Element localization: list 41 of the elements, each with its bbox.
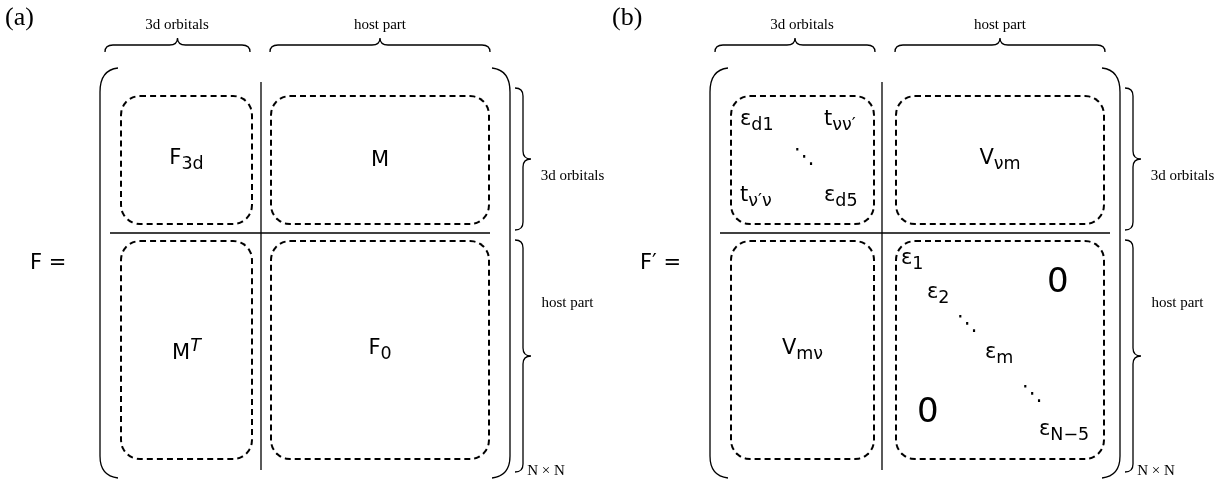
row-label: 3d orbitals xyxy=(539,167,606,185)
dashed-block xyxy=(270,95,490,225)
matrix-size: N × N xyxy=(1136,462,1176,480)
zero-entry: 0 xyxy=(917,392,939,430)
dashed-block xyxy=(895,95,1105,225)
panel-label: (a) xyxy=(5,2,35,32)
matrix-name: F = xyxy=(30,250,68,275)
zero-entry: 0 xyxy=(1047,262,1069,300)
matrix-entry: ⋱ xyxy=(794,145,815,169)
dashed-block xyxy=(120,240,253,460)
matrix-entry: ⋱ xyxy=(957,312,978,336)
matrix-name: F′ = xyxy=(640,250,683,275)
matrix-entry: ε$_{d5}$ xyxy=(824,183,858,211)
matrix-entry: ε$_{d1}$ xyxy=(740,107,774,135)
column-label: host part xyxy=(352,16,408,34)
column-label: 3d orbitals xyxy=(144,16,210,34)
matrix-entry: ε$_{1}$ xyxy=(901,246,924,274)
matrix-entry: M$^{T}$ xyxy=(172,335,201,365)
dashed-block xyxy=(730,240,875,460)
matrix-entry: M xyxy=(370,148,390,172)
matrix-entry: ⋱ xyxy=(1022,382,1043,406)
dashed-block xyxy=(730,95,875,225)
panel-label: (b) xyxy=(612,2,644,32)
matrix-entry: F$_{3d}$ xyxy=(169,146,204,174)
column-label: host part xyxy=(972,16,1028,34)
dashed-block xyxy=(895,240,1105,460)
column-label: 3d orbitals xyxy=(769,16,835,34)
matrix-entry: F$_{0}$ xyxy=(368,336,392,364)
matrix-size: N × N xyxy=(526,462,566,480)
matrix-entry: ε$_{m}$ xyxy=(985,340,1014,368)
matrix-entry: t$_{ν′ν}$ xyxy=(740,183,772,211)
matrix-entry: ε$_{N−5}$ xyxy=(1039,417,1090,445)
row-label: 3d orbitals xyxy=(1149,167,1216,185)
row-label: host part xyxy=(540,294,595,312)
dashed-block xyxy=(270,240,490,460)
matrix-entry: t$_{νν′}$ xyxy=(824,107,856,135)
dashed-block xyxy=(120,95,253,225)
matrix-entry: ε$_{2}$ xyxy=(927,280,950,308)
row-label: host part xyxy=(1150,294,1205,312)
matrix-entry: V$_{νm}$ xyxy=(979,146,1021,174)
matrix-entry: V$_{mν}$ xyxy=(781,336,824,364)
